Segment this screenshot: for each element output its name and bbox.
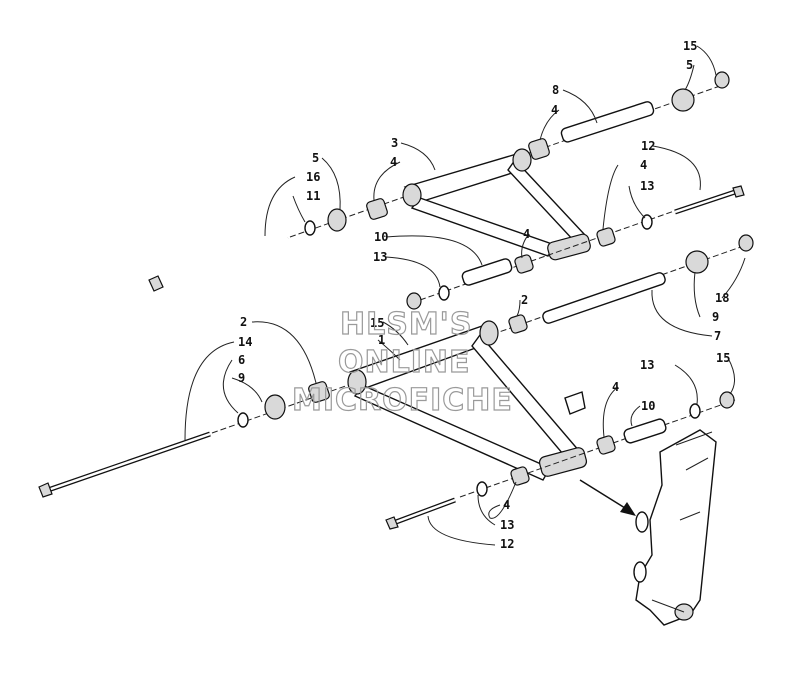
callout-7: 7 (714, 329, 721, 343)
callout-15: 15 (716, 351, 730, 365)
nut-18 (738, 234, 754, 252)
bolt-12-upper (674, 185, 745, 215)
callout-10: 10 (641, 399, 655, 413)
lower-long-bolt (38, 431, 211, 498)
lower-a-arm (347, 320, 588, 481)
callout-1: 1 (378, 333, 385, 347)
callout-4: 4 (640, 158, 647, 172)
washer-13-lower-right (689, 403, 701, 419)
watermark-line-2: ONLINE (338, 345, 471, 380)
callout-17: 15 (683, 39, 697, 53)
callout-13: 13 (640, 179, 654, 193)
nut-15-upper (406, 292, 422, 310)
callout-5: 5 (312, 151, 319, 165)
bushing-2-lower-left (308, 381, 330, 403)
washer-13-lower-left (476, 481, 488, 497)
callout-16: 16 (306, 170, 320, 184)
callout-9: 9 (712, 310, 719, 324)
callout-11: 11 (306, 189, 320, 203)
callout-8: 8 (552, 83, 559, 97)
callout-13: 13 (640, 358, 654, 372)
washer-6 (237, 412, 249, 428)
sleeve-8 (560, 101, 655, 143)
washer-13-upper-left (438, 285, 450, 301)
bushing-4-upper-left (366, 198, 388, 220)
bushing-9-right (685, 250, 709, 274)
assembly-arrow (579, 479, 636, 516)
callout-13: 13 (500, 518, 514, 532)
nut-15-lower (719, 391, 735, 409)
bolt-12-lower (385, 497, 456, 530)
bushing-4-upper-right (596, 227, 616, 247)
sleeve-10-upper (461, 258, 513, 286)
callout-4: 4 (390, 155, 397, 169)
callout-15: 15 (370, 316, 384, 330)
callout-12: 12 (500, 537, 514, 551)
bushing-2-lower-top (508, 314, 528, 334)
lower-axis-line (211, 241, 756, 434)
callout-6: 6 (238, 353, 245, 367)
watermark-line-1: HLSM'S (340, 307, 472, 342)
washer-13-upper-right (641, 214, 653, 230)
nut-17 (714, 71, 730, 89)
bushing-4-upper-top (528, 138, 550, 160)
callout-4: 4 (503, 498, 510, 512)
leader-lines (184, 45, 746, 546)
callout-2: 2 (521, 293, 528, 307)
callout-4: 4 (612, 380, 619, 394)
callout-12: 12 (641, 139, 655, 153)
callout-18: 18 (715, 291, 729, 305)
bushing-4-lower-right (596, 435, 616, 455)
steering-knuckle (633, 429, 717, 626)
upper-long-bolt (148, 236, 289, 292)
callout-10: 10 (374, 230, 388, 244)
bushing-5-left (327, 208, 347, 232)
lower-rear-axis-line (459, 399, 736, 498)
callout-labels: 15 5 8 4 3 4 5 16 11 12 4 13 10 13 4 2 1… (238, 39, 730, 551)
callout-13: 13 (373, 250, 387, 264)
bushing-4-lower-left (510, 466, 530, 486)
callout-3: 3 (391, 136, 398, 150)
upper-rear-axis-line (419, 194, 721, 301)
callout-4: 4 (523, 227, 530, 241)
washer-11 (304, 220, 316, 236)
callout-9: 9 (238, 371, 245, 385)
bushing-9-left (264, 394, 286, 420)
sleeve-7 (542, 272, 666, 324)
bushing-5-right (671, 88, 695, 112)
callout-4: 4 (551, 103, 558, 117)
sleeve-10-lower (623, 418, 667, 444)
bushing-4-upper-mid (514, 254, 534, 274)
lower-a-arm-assembly (38, 234, 756, 530)
watermark-line-3: MICROFICHE (292, 383, 513, 418)
callout-5: 5 (686, 58, 693, 72)
callout-14: 14 (238, 335, 252, 349)
callout-2: 2 (240, 315, 247, 329)
watermark: HLSM'S ONLINE MICROFICHE (291, 306, 513, 418)
upper-a-arm-assembly (148, 71, 745, 310)
upper-a-arm (402, 148, 591, 261)
